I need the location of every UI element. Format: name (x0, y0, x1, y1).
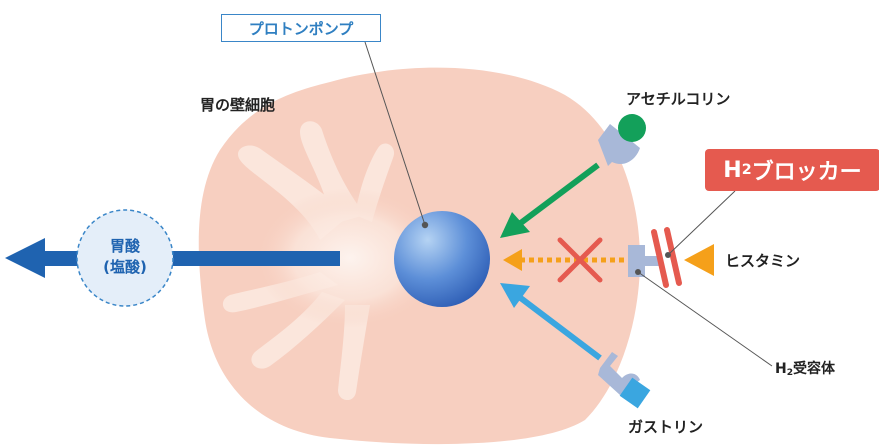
h2-receptor-leader (637, 271, 773, 367)
gastrin-arrow (516, 293, 602, 361)
red-x-icon (557, 237, 603, 283)
acetylcholine-label: アセチルコリン (626, 90, 731, 108)
parietal-cell-label: 胃の壁細胞 (200, 96, 276, 114)
proton-pump-leader (364, 41, 426, 226)
gastric-acid-line1: 胃酸 (109, 237, 140, 255)
histamine-icon (684, 244, 714, 276)
histamine-arrow-head (503, 249, 522, 271)
gastrin-icon (619, 377, 651, 409)
canaliculi (222, 121, 445, 401)
h2-receptor-word: 受容体 (793, 361, 836, 377)
h2-receptor-label: H2受容体 (775, 358, 835, 378)
acid-arrow-head (5, 238, 45, 278)
blocker-leader (667, 190, 736, 256)
gastric-acid-label: 胃酸 (塩酸) (76, 236, 174, 278)
acetylcholine-arrow-head (500, 212, 530, 238)
h2-receptor (628, 245, 660, 277)
h2-blocker-word: ブロッカー (751, 160, 862, 185)
gastrin-label: ガストリン (628, 418, 704, 436)
h2-blocker-h: H (723, 157, 742, 183)
proton-pump-ball (394, 211, 490, 307)
gastrin-arrow-head (500, 283, 530, 308)
h2-blocker-sub: 2 (741, 162, 752, 178)
histamine-label: ヒスタミン (725, 252, 801, 270)
proton-pump-label: プロトンポンプ (221, 14, 381, 42)
h2-receptor-sub: 2 (786, 367, 794, 378)
blocker-mark-icon (651, 227, 682, 288)
acetylcholine-arrow (516, 162, 600, 228)
acetylcholine-icon (618, 114, 646, 142)
gastric-acid-circle (76, 209, 174, 307)
acetylcholine-receptor (598, 124, 640, 166)
h2-receptor-h: H (775, 361, 787, 377)
gastric-acid-line2: (塩酸) (103, 258, 147, 276)
